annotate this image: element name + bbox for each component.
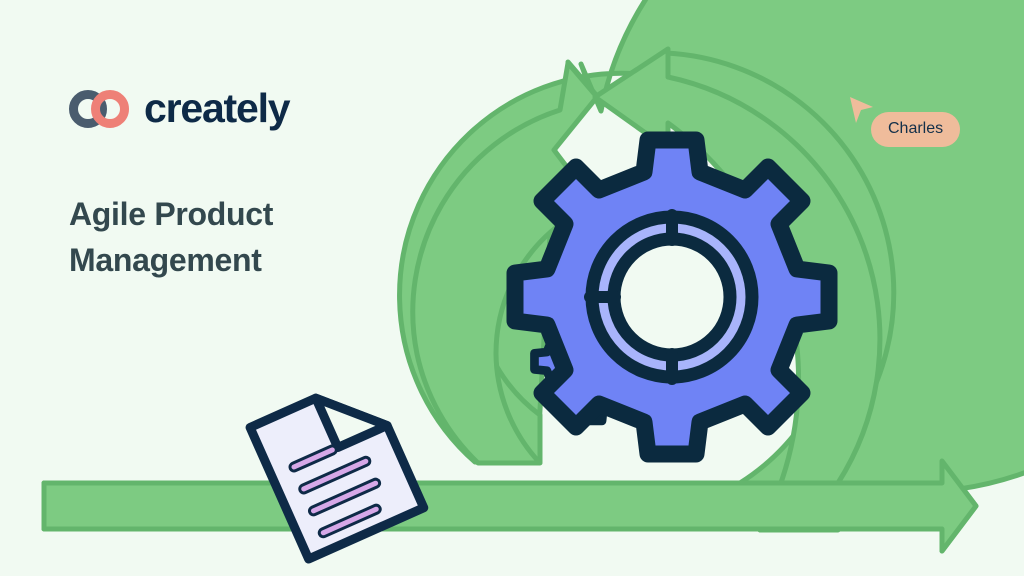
pointer-cursor-icon: [850, 97, 873, 123]
document-icon: [245, 393, 429, 564]
large-gear-icon: [506, 131, 838, 463]
collaborator-name-badge[interactable]: Charles: [871, 112, 961, 147]
creately-wordmark: creately: [144, 85, 291, 131]
collaborator-cursor: Charles: [849, 96, 969, 152]
page-title: Agile Product Management: [69, 196, 274, 278]
creately-logo[interactable]: creately: [68, 85, 291, 131]
interlocking-rings-icon: [69, 89, 129, 128]
